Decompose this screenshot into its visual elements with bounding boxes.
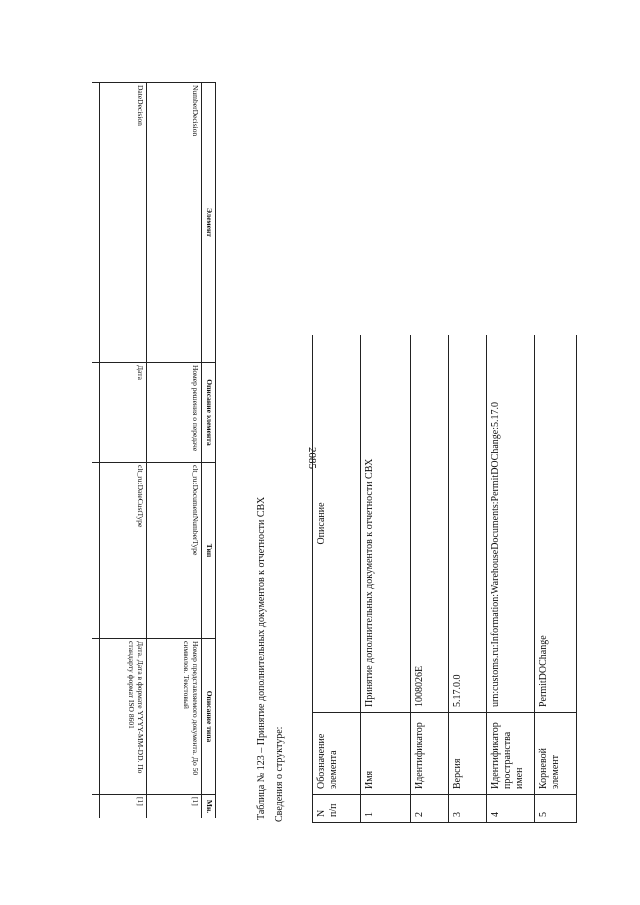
empty-cell — [92, 794, 100, 818]
type-cell: clt_ru:DateCustType — [99, 462, 147, 639]
element-description-cell: Номер решения о передаче — [146, 362, 202, 463]
designation-cell: Идентификатор пространства имен — [486, 712, 535, 795]
designation-cell: Идентификатор — [410, 712, 449, 795]
empty-cell — [92, 82, 100, 363]
table-row: 3 Версия 5.17.0.0 — [448, 335, 487, 823]
structure-table: N п/п Обозначение элемента Описание 1 Им… — [312, 335, 577, 823]
row-number: 3 — [448, 794, 487, 823]
table-caption: Таблица № 123 – Принятие дополнительных … — [256, 496, 267, 820]
column-header: Элемент — [201, 82, 216, 363]
type-cell: clt_ru:DocumentNumberType — [146, 462, 202, 639]
row-number: 2 — [410, 794, 449, 823]
description-cell: urn:customs.ru:Information:WarehouseDocu… — [486, 335, 535, 713]
column-header: Обозначение элемента — [312, 712, 361, 795]
column-header: Тип — [201, 462, 216, 639]
element-cell: DateDecision — [99, 82, 147, 363]
table-header-row: N п/п Обозначение элемента Описание — [312, 335, 361, 823]
description-cell: Принятие дополнительных документов к отч… — [360, 335, 411, 713]
column-header: N п/п — [312, 794, 361, 823]
element-description-cell: Дата — [99, 362, 147, 463]
row-number: 4 — [486, 794, 535, 823]
multiplicity-cell: [1] — [146, 794, 202, 818]
empty-cell — [92, 362, 100, 463]
row-number: 1 — [360, 794, 411, 823]
designation-cell: Версия — [448, 712, 487, 795]
type-description-cell: Дата. Дата в формате YYYY-MM-DD. По стан… — [99, 638, 147, 795]
column-header: Мн. — [201, 794, 216, 818]
empty-cell — [92, 638, 100, 795]
table-row: 1 Имя Принятие дополнительных документов… — [360, 335, 411, 823]
designation-cell: Корневой элемент — [534, 712, 577, 795]
structure-subcaption: Сведения о структуре: — [274, 726, 285, 822]
description-cell: 5.17.0.0 — [448, 335, 487, 713]
row-number: 5 — [534, 794, 577, 823]
column-header: Описание типа — [201, 638, 216, 795]
description-cell: PermitDOChange — [534, 335, 577, 713]
column-header: Описание — [312, 335, 361, 713]
element-cell: NumberDecision — [146, 82, 202, 363]
table-row: 5 Корневой элемент PermitDOChange — [534, 335, 577, 823]
type-description-cell: Номер представляемого документа. До 50 с… — [146, 638, 202, 795]
multiplicity-cell: [1] — [99, 794, 147, 818]
table-row: 4 Идентификатор пространства имен urn:cu… — [486, 335, 535, 823]
element-table: Элемент Описание элемента Тип Описание т… — [92, 82, 216, 818]
table-row: NumberDecision Номер решения о передаче … — [146, 82, 202, 818]
element-table-frame: Элемент Описание элемента Тип Описание т… — [92, 82, 216, 818]
column-header: Описание элемента — [201, 362, 216, 463]
table-row: DateDecision Дата clt_ru:DateCustType Да… — [99, 82, 147, 818]
table-row: 2 Идентификатор 1008026E — [410, 335, 449, 823]
designation-cell: Имя — [360, 712, 411, 795]
description-cell: 1008026E — [410, 335, 449, 713]
table-row-empty — [92, 82, 100, 818]
table-header-row: Элемент Описание элемента Тип Описание т… — [201, 82, 216, 818]
structure-table-frame: N п/п Обозначение элемента Описание 1 Им… — [312, 335, 592, 823]
empty-cell — [92, 462, 100, 639]
